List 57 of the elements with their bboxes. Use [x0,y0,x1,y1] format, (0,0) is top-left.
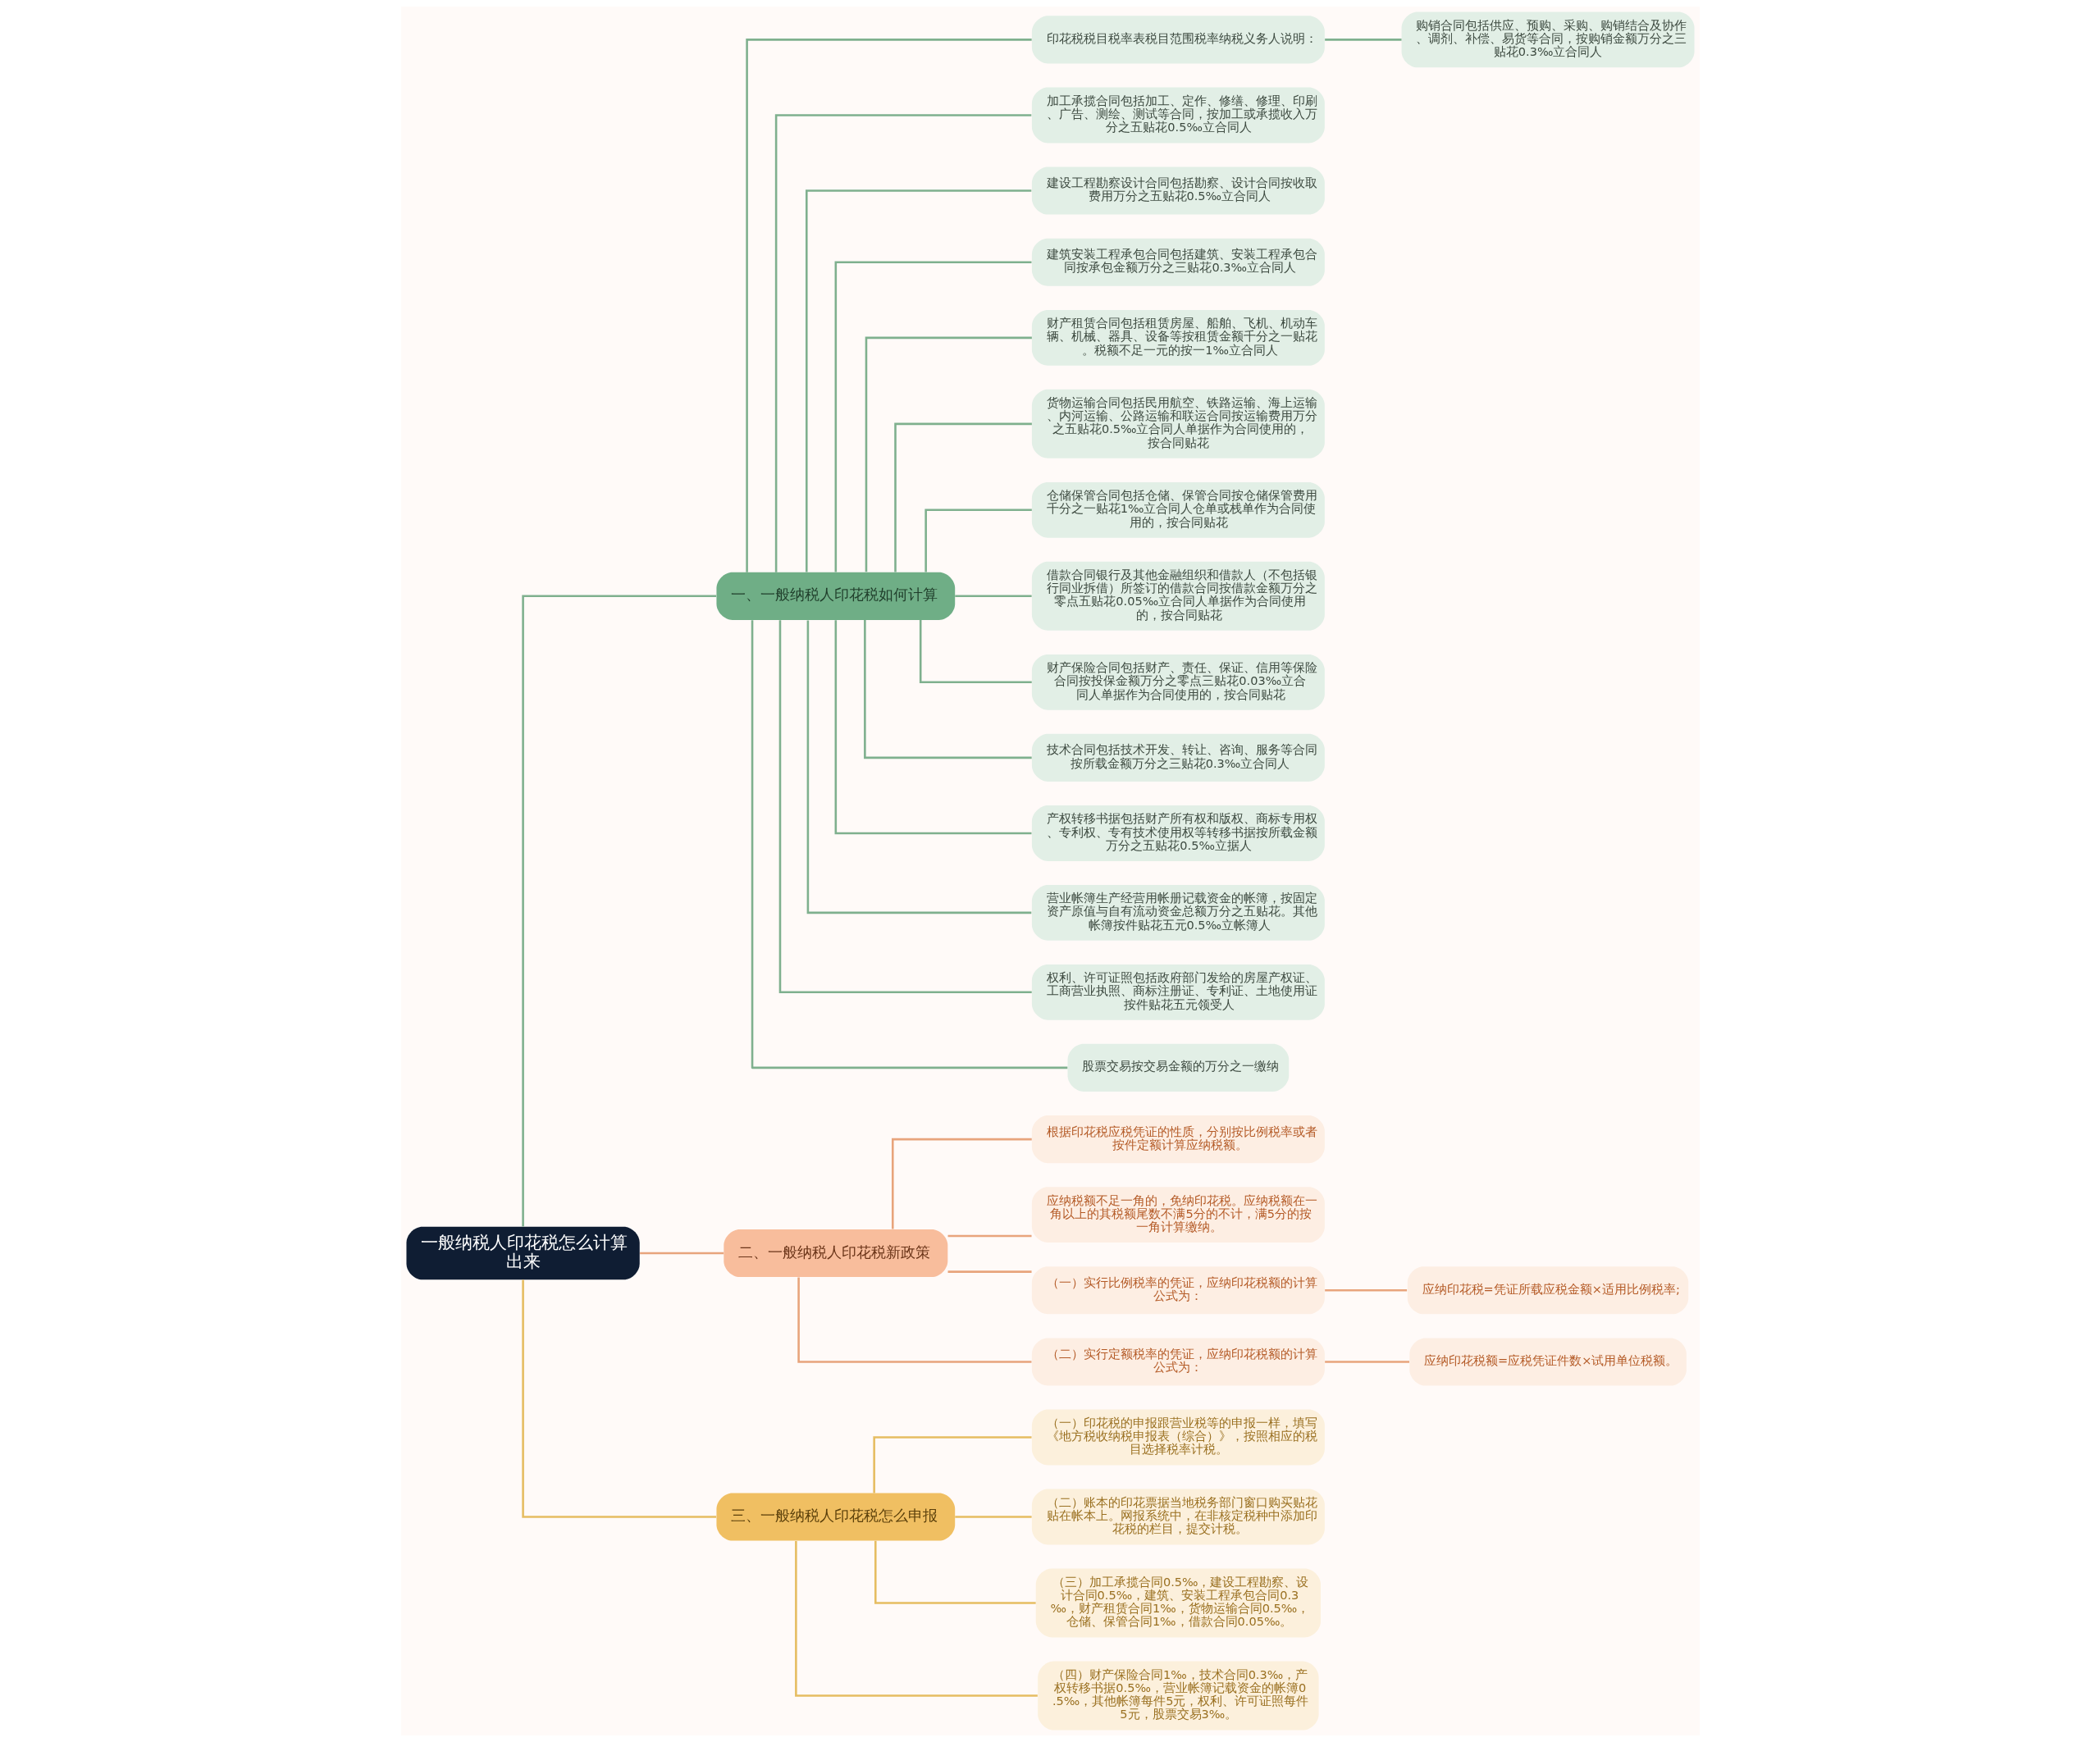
connector [919,620,1032,684]
connector [805,189,1031,572]
connector [745,39,1032,572]
connector [521,1279,716,1518]
connector [872,1436,1032,1493]
connector [865,336,1032,572]
node-box: （二）实行定额税率的凭证，应纳印花税额的计算公式为： [1031,1338,1325,1386]
connector [893,422,1032,572]
node-box: 借款合同银行及其他金融组织和借款人（不包括银行同业拆借）所签订的借款合同按借款金额万分之零点五贴花0.05‰立合同人单据作为合同使用的，按合同贴花 [1031,561,1325,631]
node-box: 应纳印花税=凭证所载应税金额×适用比例税率; [1407,1266,1688,1315]
node-box: 一般纳税人印花税怎么计算出来 [405,1226,640,1280]
node-box: 应纳税额不足一角的，免纳印花税。应纳税额在一角以上的其税额尾数不满5分的不计，满5分的按一角计算缴纳。 [1031,1187,1325,1243]
node-box: （三）加工承揽合同0.5‰，建设工程勘察、设计合同0.5‰，建筑、安装工程承包合同0.3‰，财产租赁合同1‰，货物运输合同0.5‰，仓储、保管合同1‰，借款合同0.05‰。 [1035,1568,1321,1638]
node-box: 建筑安装工程承包合同包括建筑、安装工程承包合同按承包金额万分之三贴花0.3‰立合同人 [1031,238,1325,286]
connector [1324,39,1401,41]
connector [1324,1288,1407,1292]
connector [947,1234,1032,1238]
node-box: 权利、许可证照包括政府部门发给的房屋产权证、工商营业执照、商标注册证、专利证、土地使用证按件贴花五元领受人 [1031,964,1325,1020]
node-box: 财产租赁合同包括租赁房屋、船舶、飞机、机动车辆、机械、器具、设备等按租赁金额千分之一贴花。税额不足一元的按一1‰立合同人 [1031,309,1325,366]
node-box: 加工承揽合同包括加工、定作、修缮、修理、印刷、广告、测绘、测试等合同，按加工或承揽收入万分之五贴花0.5‰立合同人 [1031,87,1325,144]
node-box: 建设工程勘察设计合同包括勘察、设计合同按收取费用万分之五贴花0.5‰立合同人 [1031,166,1325,215]
connector [834,620,1031,835]
node-box: （二）账本的印花票据当地税务部门窗口购买贴花贴在帐本上。网报系统中，在非核定税种中添加印花税的栏目，提交计税。 [1031,1489,1325,1545]
connector [924,508,1032,572]
node-box: 二、一般纳税人印花税新政策 [723,1229,947,1278]
connector [947,1270,1032,1273]
connector [954,1516,1032,1518]
connector [794,1540,1038,1697]
connector [639,1252,724,1255]
node-box: （一）印花税的申报跟营业税等的申报一样，填写《地方税收纳税申报表（综合）》，按照相应的税目选择税率计税。 [1031,1409,1325,1466]
connector [751,620,1067,1069]
node-box: （四）财产保险合同1‰，技术合同0.3‰，产权转移书据0.5‰，营业帐簿记载资金的帐簿0.5‰，其他帐簿每件5元，权利、许可证照每件5元，股票交易3‰。 [1037,1661,1319,1731]
connector [1324,1361,1409,1363]
node-box: 三、一般纳税人印花税怎么申报 [715,1493,955,1541]
node-box: 营业帐簿生产经营用帐册记载资金的帐簿，按固定资产原值与自有流动资金总额万分之五贴花。其他帐簿按件贴花五元0.5‰立帐簿人 [1031,884,1325,941]
node-box: （一）实行比例税率的凭证，应纳印花税额的计算公式为： [1031,1266,1325,1315]
connector [891,1138,1032,1229]
node-box: 一、一般纳税人印花税如何计算 [715,572,955,620]
connector [806,620,1031,914]
connector [954,595,1032,598]
connector [778,620,1032,994]
node-box: 技术合同包括技术开发、转让、咨询、服务等合同按所载金额万分之三贴花0.3‰立合同人 [1031,733,1325,782]
node-box: 应纳印花税额=应税凭证件数×试用单位税额。 [1408,1338,1687,1386]
connector [774,114,1031,572]
node-box: 购销合同包括供应、预购、采购、购销结合及协作、调剂、补偿、易货等合同，按购销金额万分之三贴花0.3‰立合同人 [1401,11,1695,68]
node-box: 股票交易按交易金额的万分之一缴纳 [1067,1043,1289,1092]
connector [521,595,716,1227]
node-box: 产权转移书据包括财产所有权和版权、商标专用权、专利权、专有技术使用权等转移书据按所载金额万分之五贴花0.5‰立据人 [1031,805,1325,861]
node-box: 仓储保管合同包括仓储、保管合同按仓储保管费用千分之一贴花1‰立合同人仓单或栈单作为合同使用的，按合同贴花 [1031,481,1325,538]
connector [797,1277,1031,1363]
node-box: 根据印花税应税凭证的性质，分别按比例税率或者按件定额计算应纳税额。 [1031,1115,1325,1164]
connector [863,619,1032,759]
connector [874,1540,1036,1604]
connector [834,261,1031,572]
node-box: 货物运输合同包括民用航空、铁路运输、海上运输、内河运输、公路运输和联运合同按运输费用万分之五贴花0.5‰立合同人单据作为合同使用的，按合同贴花 [1031,389,1325,458]
node-box: 印花税税目税率表税目范围税率纳税义务人说明： [1031,16,1325,64]
node-box: 财产保险合同包括财产、责任、保证、信用等保险合同按投保金额万分之零点三贴花0.03‰立合同人单据作为合同使用的，按合同贴花 [1031,654,1325,710]
